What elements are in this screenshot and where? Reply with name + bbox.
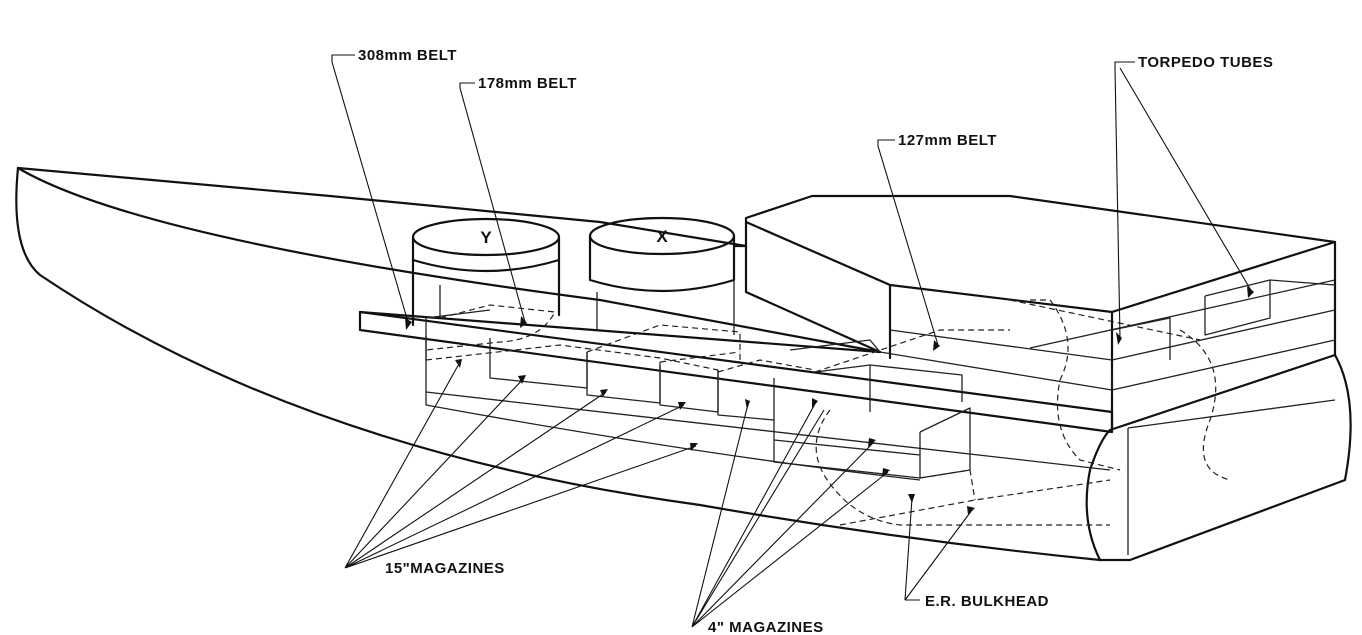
leader-15in bbox=[344, 361, 697, 569]
label-308mm-belt: 308mm BELT bbox=[358, 47, 457, 64]
label-178mm-belt: 178mm BELT bbox=[478, 75, 577, 92]
hull-aft-section bbox=[1098, 353, 1352, 562]
hull-deck-edge bbox=[16, 166, 748, 248]
leader-127mm bbox=[877, 139, 939, 346]
turret-y-label: Y bbox=[480, 228, 492, 247]
hull bbox=[15, 166, 1352, 562]
label-4in-magazines: 4" MAGAZINES bbox=[708, 619, 824, 635]
turret-x: X bbox=[588, 216, 736, 335]
leader-308mm bbox=[331, 54, 409, 323]
turret-x-label: X bbox=[656, 227, 668, 246]
label-torpedo-tubes: TORPEDO TUBES bbox=[1138, 54, 1273, 71]
leader-torpedo bbox=[1114, 61, 1253, 339]
label-127mm-belt: 127mm BELT bbox=[898, 132, 997, 149]
label-15in-magazines: 15"MAGAZINES bbox=[385, 560, 505, 577]
leaders bbox=[331, 54, 1254, 628]
turret-y: Y bbox=[411, 217, 561, 327]
hull-bottom-line bbox=[1085, 428, 1112, 562]
magazines bbox=[425, 309, 971, 481]
leader-4in bbox=[691, 401, 889, 628]
leader-er-bulkhead bbox=[904, 497, 973, 601]
hidden-lines bbox=[425, 299, 1231, 526]
label-er-bulkhead: E.R. BULKHEAD bbox=[925, 593, 1049, 610]
armor-belt bbox=[358, 310, 1114, 471]
hull-stem bbox=[15, 166, 1102, 562]
leader-178mm bbox=[459, 82, 526, 323]
hull-bow-top bbox=[16, 166, 882, 354]
